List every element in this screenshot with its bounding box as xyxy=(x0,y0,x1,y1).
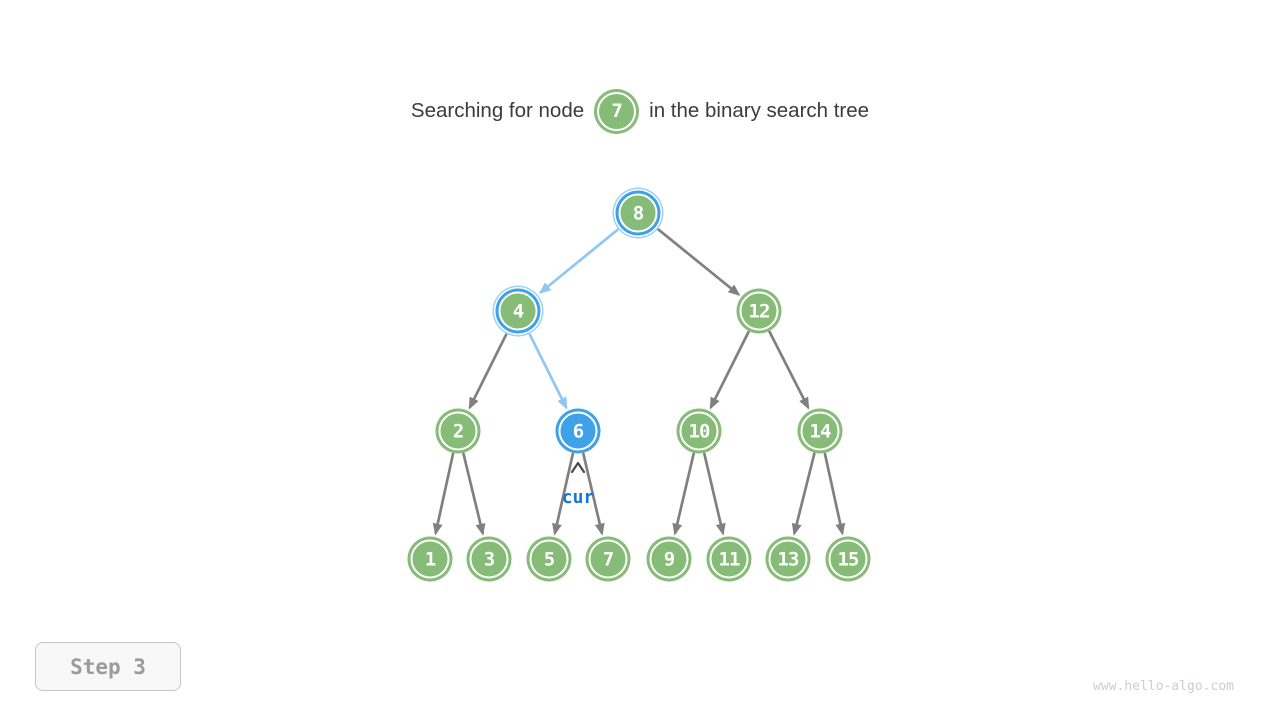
tree-edge-10-11 xyxy=(703,452,726,536)
tree-edge-6-7 xyxy=(582,452,605,536)
tree-node-4: 4 xyxy=(498,291,538,331)
tree-node-15: 15 xyxy=(828,539,868,579)
tree-node-10: 10 xyxy=(679,411,719,451)
tree-edge-12-10 xyxy=(709,330,750,410)
diagram-title: Searching for node 7 in the binary searc… xyxy=(0,88,1280,134)
step-indicator: Step 3 xyxy=(35,642,181,691)
title-target-value: 7 xyxy=(611,100,622,122)
tree-node-1: 1 xyxy=(410,539,450,579)
tree-node-5: 5 xyxy=(529,539,569,579)
tree-node-12: 12 xyxy=(739,291,779,331)
tree-edge-14-15 xyxy=(823,452,846,536)
tree-node-9: 9 xyxy=(649,539,689,579)
tree-node-14: 14 xyxy=(800,411,840,451)
tree-node-6: 6 xyxy=(558,411,598,451)
tree-node-7: 7 xyxy=(588,539,628,579)
tree-node-2: 2 xyxy=(438,411,478,451)
watermark: www.hello-algo.com xyxy=(1093,679,1234,694)
tree-node-8: 8 xyxy=(618,193,658,233)
title-prefix: Searching for node xyxy=(410,99,585,122)
title-target-node: 7 xyxy=(597,91,637,131)
tree-node-3: 3 xyxy=(469,539,509,579)
tree-node-13: 13 xyxy=(768,539,808,579)
tree-edge-8-12 xyxy=(657,228,741,296)
tree-edge-10-9 xyxy=(672,452,695,536)
step-label: Step 3 xyxy=(70,654,146,679)
tree-edge-6-5 xyxy=(552,452,575,536)
tree-edge-12-14 xyxy=(768,330,810,410)
tree-edge-2-3 xyxy=(462,452,486,536)
cur-pointer-label: cur xyxy=(561,487,595,508)
tree-node-11: 11 xyxy=(709,539,749,579)
tree-edge-2-1 xyxy=(432,452,455,536)
tree-edge-4-6 xyxy=(528,333,568,410)
tree-edge-14-13 xyxy=(791,452,816,536)
title-suffix: in the binary search tree xyxy=(649,99,870,122)
cur-caret-up-icon xyxy=(570,461,586,474)
tree-edge-8-4 xyxy=(538,228,619,294)
tree-edge-4-2 xyxy=(468,333,508,410)
